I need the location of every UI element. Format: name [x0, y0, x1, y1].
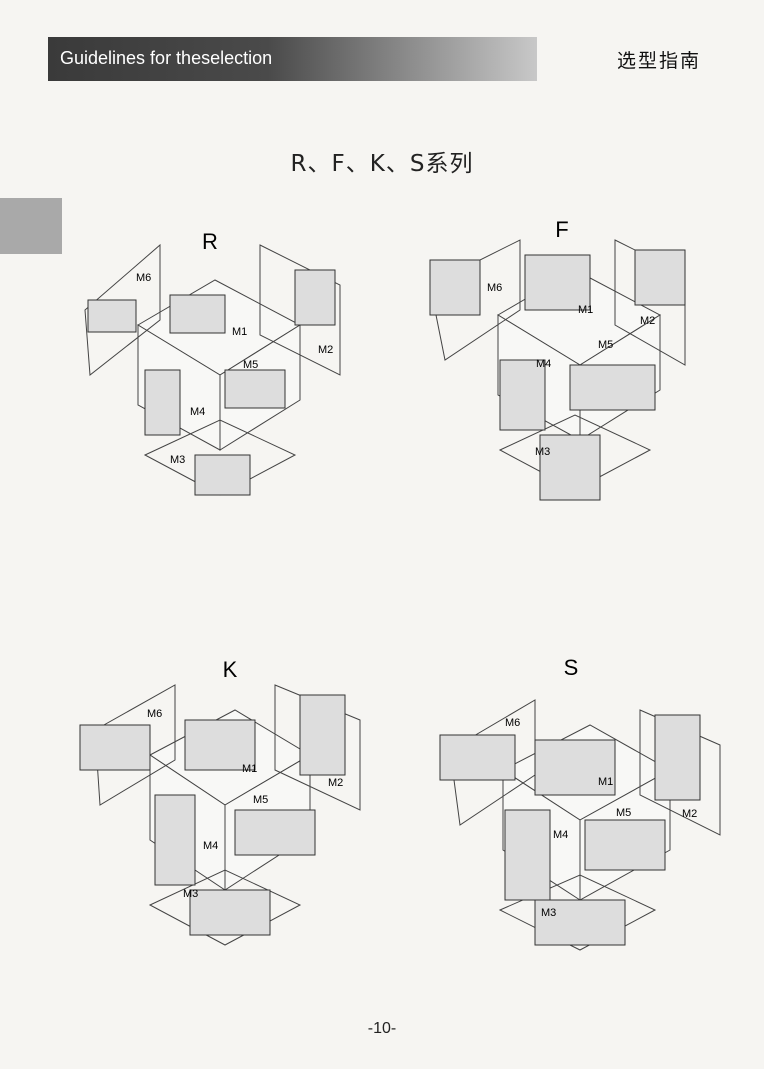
label-m3: M3 [535, 446, 550, 458]
mounting-diagram-r: R M6 M1 M2 M5 M4 M3 [84, 229, 341, 496]
label-m4: M4 [536, 358, 551, 370]
diagram-k: K M6 M1 M2 M5 M4 M3 [75, 655, 365, 955]
gearmotor-m4 [154, 794, 196, 886]
label-m1: M1 [578, 304, 593, 316]
gearmotor-m4 [144, 369, 181, 436]
label-m4: M4 [203, 840, 218, 852]
label-m6: M6 [487, 282, 502, 294]
header-bar [48, 37, 537, 81]
series-title: R、F、K、S系列 [290, 151, 474, 177]
gearmotor-m2 [299, 694, 346, 776]
gearmotor-m3 [539, 434, 601, 501]
diagram-r: R M6 M1 M2 M5 M4 M3 [60, 225, 341, 515]
gearmotor-m4 [504, 809, 551, 901]
plane-m6 [84, 243, 161, 376]
gearmotor-m3 [194, 454, 251, 496]
label-m3: M3 [170, 454, 185, 466]
gearmotor-m2 [634, 249, 686, 306]
gearmotor-m5 [234, 809, 316, 856]
diagram-title: R [202, 229, 218, 254]
label-m3: M3 [183, 888, 198, 900]
mounting-diagram-k: K M6 M1 M2 M5 M4 M3 [79, 657, 361, 946]
gearmotor-m3 [534, 899, 626, 946]
label-m2: M2 [318, 344, 333, 356]
header-title: Guidelines for theselection [60, 48, 273, 68]
gearmotor-m2 [294, 269, 336, 326]
mounting-diagram-s: S M6 M1 M2 M5 M4 M3 [439, 655, 721, 951]
side-tab-marker [0, 198, 62, 254]
label-m3: M3 [541, 907, 556, 919]
label-m5: M5 [243, 359, 258, 371]
header-title-cn: 选型指南 [617, 50, 702, 72]
label-m2: M2 [640, 315, 655, 327]
gearmotor-m5 [224, 369, 286, 409]
label-m6: M6 [505, 717, 520, 729]
plane-m6 [94, 684, 176, 806]
diagram-title: F [555, 217, 568, 242]
gearmotor-m5 [584, 819, 666, 871]
mounting-diagram-f: F M6 M1 M2 M5 M4 M3 [429, 217, 686, 501]
diagram-f: F M6 M1 M2 M5 M4 M3 [420, 215, 710, 510]
gearmotor-m6 [429, 259, 481, 316]
label-m1: M1 [242, 763, 257, 775]
label-m2: M2 [682, 808, 697, 820]
gearmotor-m1 [534, 739, 616, 796]
label-m5: M5 [253, 794, 268, 806]
label-m1: M1 [232, 326, 247, 338]
label-m6: M6 [147, 708, 162, 720]
label-m4: M4 [553, 829, 568, 841]
label-m2: M2 [328, 777, 343, 789]
label-m4: M4 [190, 406, 205, 418]
page-number: -10- [367, 1020, 397, 1037]
gearmotor-m2 [654, 714, 701, 801]
diagram-s: S M6 M1 M2 M5 M4 M3 [435, 655, 735, 965]
label-m5: M5 [616, 807, 631, 819]
label-m5: M5 [598, 339, 613, 351]
label-m1: M1 [598, 776, 613, 788]
gearmotor-m1 [184, 719, 256, 771]
gearmotor-m3 [189, 889, 271, 936]
gearmotor-m5 [569, 364, 656, 411]
gearmotor-m1 [169, 294, 226, 334]
gearmotor-m6 [79, 724, 151, 771]
label-m6: M6 [136, 272, 151, 284]
plane-m6 [429, 239, 521, 361]
gearmotor-m4 [499, 359, 546, 431]
diagram-title: S [564, 655, 579, 680]
gearmotor-m6 [87, 299, 137, 333]
gearmotor-m6 [439, 734, 516, 781]
gearmotor-m1 [524, 254, 591, 311]
diagram-title: K [223, 657, 238, 682]
